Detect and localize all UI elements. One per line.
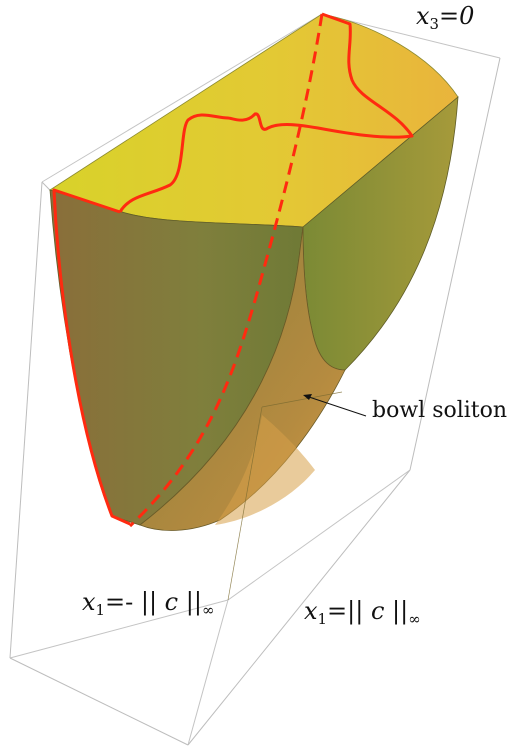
right-c: c <box>370 597 385 625</box>
plane-var: x <box>416 2 430 30</box>
bowl-highlight <box>215 415 315 525</box>
red-curve-top <box>118 12 414 213</box>
left-c: c <box>164 588 179 616</box>
right-var: x <box>304 597 318 625</box>
plane-eq: =0 <box>439 2 475 30</box>
right-close: || <box>384 597 409 625</box>
left-var: x <box>82 588 96 616</box>
soliton-pointer <box>303 394 367 417</box>
left-bound-label: x1=- || c ||∞ <box>82 588 215 620</box>
red-curve-dashed <box>128 13 324 528</box>
right-eq: =|| <box>327 597 371 625</box>
inner-edges <box>227 391 343 601</box>
left-sub: 1 <box>95 601 106 620</box>
bounding-box-back <box>9 13 501 746</box>
plane-sub: 3 <box>429 15 440 34</box>
red-curve-left <box>52 188 131 526</box>
right-bound-label: x1=|| c ||∞ <box>304 597 421 629</box>
soliton-label: bowl soliton <box>372 398 508 423</box>
right-sub: 1 <box>317 610 328 629</box>
left-close: || <box>178 588 202 616</box>
left-inf: ∞ <box>201 601 215 620</box>
right-inf: ∞ <box>408 610 421 629</box>
plane-label: x3=0 <box>416 2 475 34</box>
left-eq: =- || <box>105 588 165 616</box>
